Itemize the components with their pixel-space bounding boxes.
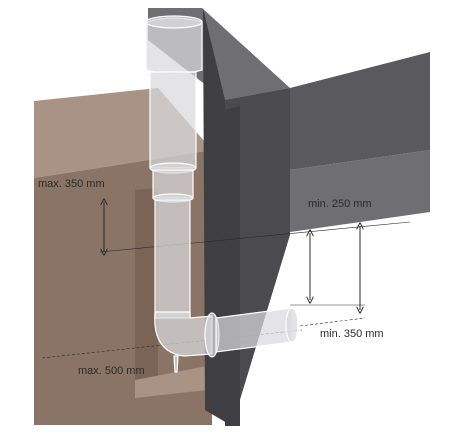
brown-ledge [135,365,225,398]
ref-line-pipe-ext [299,317,366,327]
pipe-vertical [154,199,191,319]
label-min-250: min. 250 mm [308,198,372,210]
pipe-drain-spout [173,355,179,373]
label-max-350: max. 350 mm [38,178,105,190]
pipe-outlet-end [285,307,299,343]
pipe-assembly [145,15,299,373]
pipe-cap-rim [145,15,203,29]
ceiling-strip [290,150,430,232]
brown-block-inner-face [135,188,158,392]
pipe-upper [149,71,197,169]
pipe-elbow [154,311,213,357]
label-min-350: min. 350 mm [320,328,384,340]
label-max-500: max. 500 mm [78,365,145,377]
wall-column-front [225,106,240,426]
